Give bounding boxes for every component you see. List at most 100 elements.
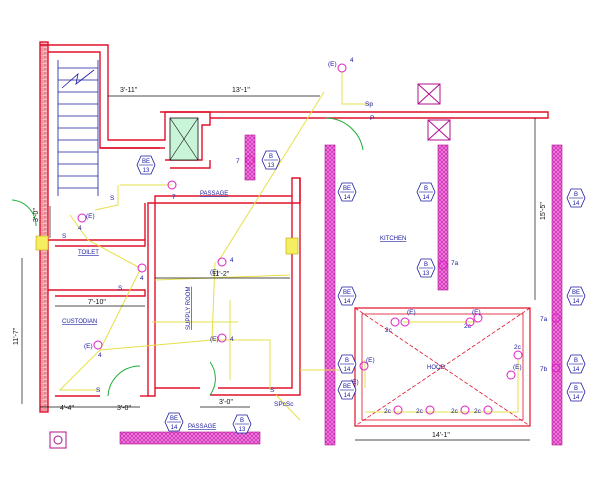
room-kitchen: KITCHEN: [380, 236, 406, 242]
tag-top-be14_r: BE: [572, 290, 580, 296]
fixture-label-f_2c_d: 2c: [384, 408, 392, 415]
column-right: [551, 144, 563, 446]
stair-treads: [57, 60, 99, 196]
fixture-label-f_7b: 7b: [540, 366, 548, 373]
tag-top-be14_mid: BE: [343, 290, 351, 296]
tag-top-b14_r: B: [574, 192, 578, 198]
fixture-f_7a_r: [551, 313, 561, 323]
tag-top-be14_k: BE: [343, 186, 351, 192]
dim-15-5: 15'-5": [540, 202, 547, 220]
fixture-label-f_2c_e: 2c: [416, 408, 424, 415]
fixture-f_2c_f: [460, 405, 470, 415]
tag-bottom-be13_top: 13: [143, 168, 150, 174]
tag-bottom-b13_bot: 13: [239, 427, 246, 433]
passage-bottom-bar: [119, 431, 261, 445]
door-custodian: [107, 365, 141, 397]
fixture-label-f_e_h1: (E): [366, 357, 375, 364]
dim-3-0-b: 3'-0": [219, 399, 233, 406]
doors: [11, 117, 364, 397]
wiring: [58, 72, 519, 421]
room-custodian: CUSTODIAN: [62, 319, 97, 325]
custodian-wall: [48, 289, 146, 297]
tag-b14_k: B14: [416, 182, 436, 202]
fixture-f_2c_b: [473, 313, 483, 323]
fixture-label-f_2c_b: 2c: [464, 323, 472, 330]
tag-top-b13_top: B: [269, 154, 273, 160]
dim-11-2: 11'-2": [212, 271, 230, 278]
dim-3-11: 3'-11": [120, 87, 138, 94]
fixture-f_2c_g: [483, 405, 493, 415]
fixture-f_e_cust: [93, 340, 103, 350]
dimension-lines: [21, 95, 536, 441]
tag-be14_low: BE 14: [337, 380, 357, 400]
door-kitchen: [324, 117, 364, 151]
fixture-f_2c_e: [425, 405, 435, 415]
passage-top-wall: [160, 111, 549, 119]
fixture-label-f_e_h4: (E): [407, 309, 416, 316]
fixture-f_2c_d: [393, 405, 403, 415]
tag-bottom-be14_mid: 14: [344, 299, 351, 305]
tag-top-b13_bot: B: [240, 418, 244, 424]
tag-top-b14_r2: B: [574, 386, 578, 392]
label-s4: S: [96, 387, 101, 394]
column-small: [244, 134, 256, 181]
tag-be14_r: BE 14: [566, 286, 586, 306]
fixture-label-f_e_h5: (E): [472, 309, 481, 316]
tag-top-b14_k: B: [424, 186, 428, 192]
tag-bottom-be14_low: 14: [344, 393, 351, 399]
dim-3-0-v: 3'-0": [33, 208, 40, 222]
fixture-f_7a_k: [438, 260, 448, 270]
fixture-f_e_h3: [506, 370, 516, 380]
junction-box: [49, 431, 67, 449]
fixture-f_2c_c: [513, 350, 523, 360]
label-s5: S: [270, 387, 275, 394]
room-hood: HOOD: [427, 365, 446, 371]
tag-top-b13_k: B: [424, 262, 428, 268]
tag-b14_mid: B14: [566, 354, 586, 374]
tag-top-b14_low: B: [345, 358, 349, 364]
fixture-label-f_e_supply2: (E): [210, 336, 219, 343]
fixture-label-f_2c_f: 2c: [451, 408, 459, 415]
tag-bottom-be14_r: 14: [573, 299, 580, 305]
supply-room-wall: [147, 177, 301, 397]
label-p: P: [370, 115, 374, 122]
tag-bottom-be14_k: 14: [344, 195, 351, 201]
kitchen-columns: [119, 134, 563, 446]
fixture-f_7_left: [245, 155, 255, 165]
column-left: [324, 144, 336, 446]
tag-top-b14_mid: B: [574, 358, 578, 364]
fixture-label-f_7_left: 7: [236, 158, 240, 165]
equipment-boxes: [417, 83, 451, 141]
tag-top-be14_low: BE: [343, 384, 351, 390]
fixture-label-f_e_h2: (E): [350, 379, 359, 386]
tag-b13_top: B 13: [261, 150, 281, 170]
label-spcsc: SPcSc: [274, 401, 294, 408]
tag-b14_r: B 14: [566, 188, 586, 208]
fixture-label-f_e_cust: (E): [84, 343, 93, 350]
shaft-box: [169, 117, 199, 161]
tag-bottom-b13_top: 13: [268, 163, 275, 169]
tag-b14_low: B14: [337, 354, 357, 374]
tag-b13_k: B13: [416, 258, 436, 278]
tag-bottom-b14_r2: 14: [573, 395, 580, 401]
fixture-f_e_h4: [400, 317, 410, 327]
fixture-f_e_toilet: [77, 213, 87, 223]
tag-bottom-b14_r: 14: [573, 201, 580, 207]
room-passage-bottom: PASSAGE: [188, 424, 216, 430]
room-supply: SUPPLY ROOM: [186, 287, 192, 330]
fixture-label-f_7a_k: 7a: [451, 260, 459, 267]
fixture-label-f_7_pass: 7: [172, 194, 176, 201]
fixture-f_e_supply1: [217, 257, 227, 267]
fixture-num-f_e4_top_n: 4: [350, 57, 354, 64]
dim-13-1: 13'-1": [232, 87, 250, 94]
panels: [35, 235, 299, 255]
walls: [39, 41, 549, 413]
fixture-label-f_e_h3: (E): [513, 364, 522, 371]
fixture-num-f_e_supply1_n: 4: [230, 257, 234, 264]
label-s2: S: [62, 233, 67, 240]
label-s1: S: [110, 195, 115, 202]
